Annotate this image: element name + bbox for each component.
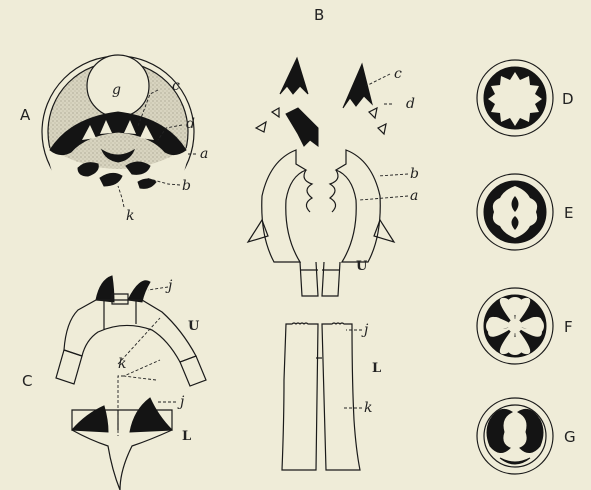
panel-d xyxy=(477,60,553,136)
label-c-b: c xyxy=(394,66,402,82)
label-g: g xyxy=(112,82,121,98)
panel-b-upper xyxy=(248,58,408,296)
label-j-b: j xyxy=(361,322,369,338)
label-j-c-lower: j xyxy=(177,394,185,410)
panel-f xyxy=(477,288,553,364)
label-l-c: L xyxy=(182,429,191,444)
label-k-c: k xyxy=(118,356,126,372)
label-k-b: k xyxy=(364,400,372,416)
label-a-b: a xyxy=(410,188,418,204)
label-u-b: U xyxy=(356,259,368,274)
label-j-c-upper: j xyxy=(165,278,173,294)
panel-label-d: D xyxy=(562,90,574,108)
panel-label-e: E xyxy=(564,204,573,222)
panel-label-f: F xyxy=(564,318,573,336)
label-b-b: b xyxy=(410,166,419,182)
panel-label-g: G xyxy=(564,428,576,446)
label-a-a: a xyxy=(200,146,208,162)
label-l-b: L xyxy=(372,361,381,376)
panel-b-lower xyxy=(282,323,362,470)
label-b-a: b xyxy=(182,178,191,194)
panel-label-a: A xyxy=(20,106,31,124)
panel-label-b: B xyxy=(314,6,324,24)
panel-e xyxy=(477,174,553,250)
panel-c xyxy=(56,276,206,490)
label-u-c: U xyxy=(188,319,200,334)
label-k-a: k xyxy=(126,208,134,224)
label-d-b: d xyxy=(406,96,415,112)
label-c-a: c xyxy=(172,78,180,94)
label-d-a: d xyxy=(186,116,195,132)
panel-label-c: C xyxy=(22,372,32,390)
panel-g xyxy=(477,398,553,474)
